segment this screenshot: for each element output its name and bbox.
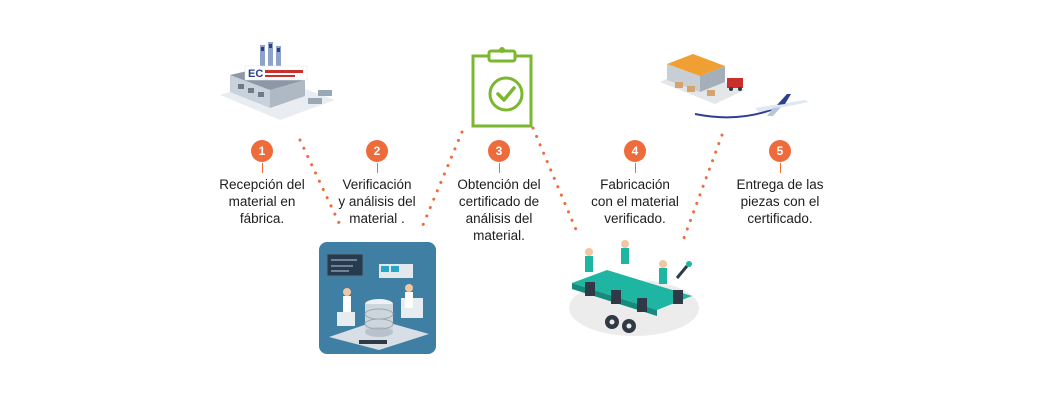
- step-3-number: 3: [488, 140, 510, 162]
- step-4-number: 4: [624, 140, 646, 162]
- factory-illustration: EC: [220, 42, 335, 120]
- step-2-number: 2: [366, 140, 388, 162]
- step-4-tick: [635, 163, 636, 173]
- connector-4-5: [682, 133, 724, 240]
- step-1-label: Recepción del material en fábrica.: [219, 177, 305, 226]
- connector-3-4: [531, 126, 579, 234]
- step-1-tick: [262, 163, 263, 173]
- step-5-tick: [780, 163, 781, 173]
- step-2-label: Verificación y análisis del material .: [338, 177, 416, 226]
- factory-sign-text: EC: [248, 68, 263, 80]
- step-5-label: Entrega de las piezas con el certificado…: [736, 177, 824, 226]
- connector-1-2: [298, 138, 342, 227]
- connector-2-3: [418, 130, 464, 234]
- step-2-tick: [377, 163, 378, 173]
- step-1-number: 1: [251, 140, 273, 162]
- clipboard-check-icon: [471, 47, 533, 128]
- logistics-illustration: [660, 54, 809, 119]
- step-3-label: Obtención del certificado de análisis de…: [457, 177, 541, 243]
- step-3-tick: [499, 163, 500, 173]
- step-5-number: 5: [769, 140, 791, 162]
- step-4-label: Fabricación con el material verificado.: [591, 177, 679, 226]
- laboratory-illustration: [319, 242, 436, 354]
- production-line-illustration: [569, 240, 699, 336]
